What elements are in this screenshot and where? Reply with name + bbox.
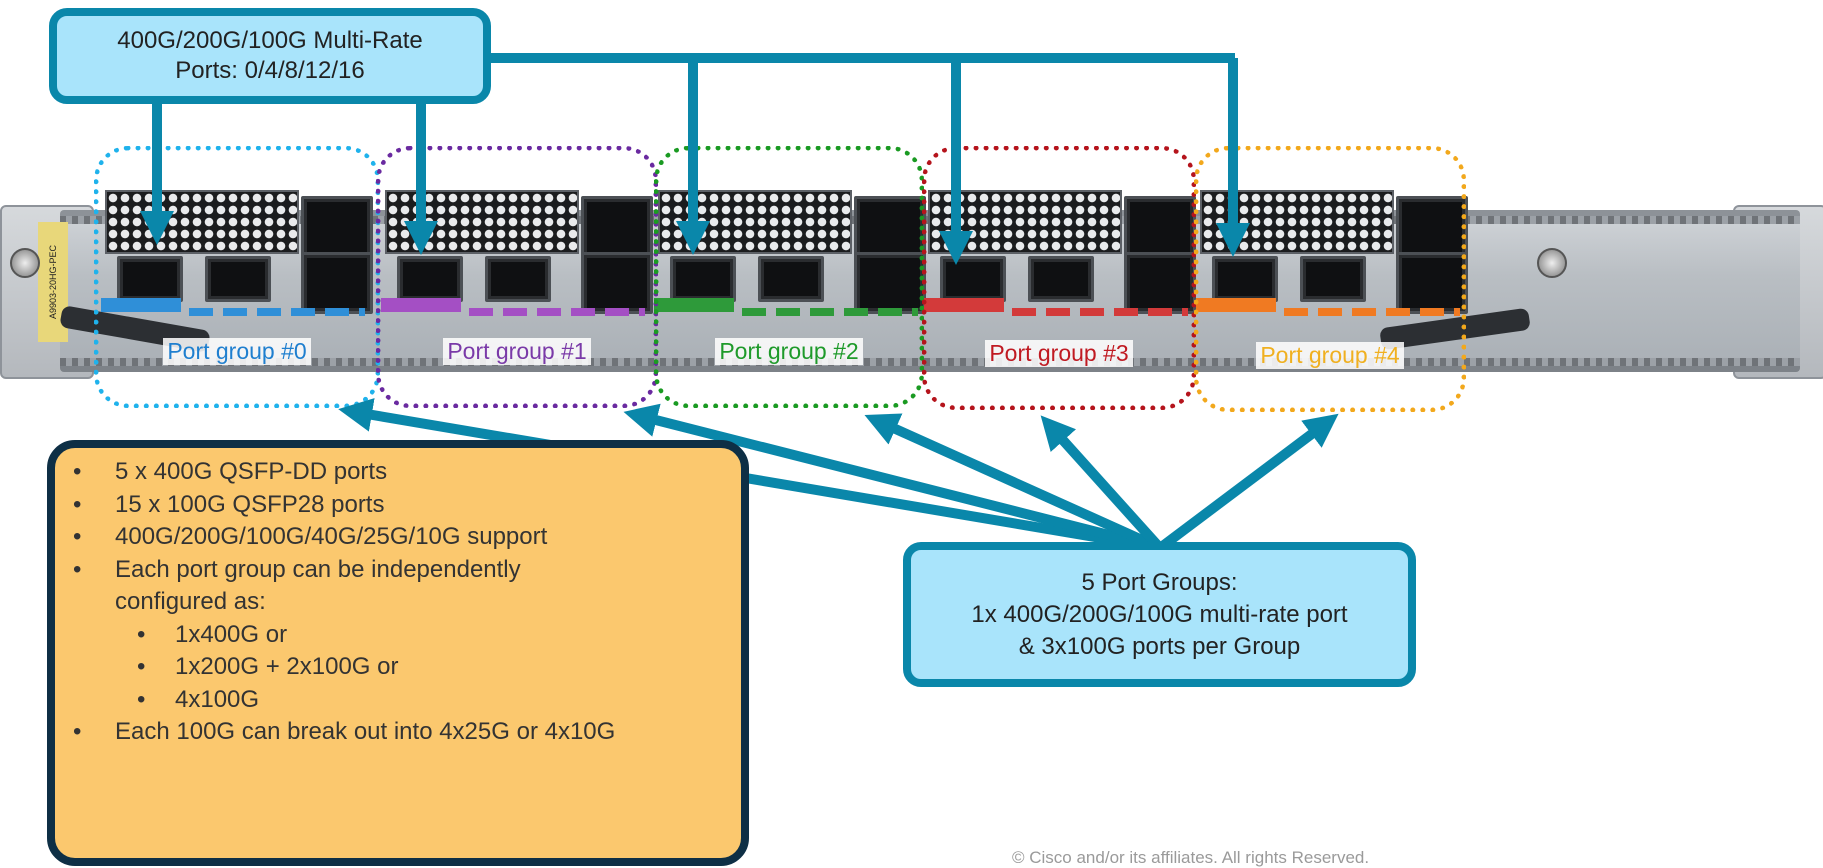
qsfp-dd-cage-lower <box>301 252 373 314</box>
port-group-label: Port group #0 <box>163 338 311 365</box>
arrow-group-4 <box>1156 413 1339 552</box>
led-strip <box>469 308 645 316</box>
port-color-bar <box>924 298 1004 312</box>
feature-list: 5 x 400G QSFP-DD ports15 x 100G QSFP28 p… <box>73 456 741 749</box>
led-strip <box>742 308 918 316</box>
feature-item: Each port group can be independently <box>73 554 741 587</box>
callout-line: 1x 400G/200G/100G multi-rate port <box>971 600 1348 628</box>
arrow-group-2 <box>864 413 1163 553</box>
arrow-group-1 <box>623 403 1162 553</box>
qsfp-dd-cage-lower <box>581 252 653 314</box>
arrow-group-0 <box>338 398 1161 553</box>
vent-grille <box>105 190 299 254</box>
port-cage <box>485 256 551 302</box>
port-color-bar <box>1196 298 1276 312</box>
port-group-outline-2: Port group #2 <box>654 146 924 408</box>
feature-item: 1x400G or <box>115 619 741 652</box>
port-group-outline-4: Port group #4 <box>1194 146 1466 412</box>
port-cage <box>758 256 824 302</box>
callout-line: 400G/200G/100G Multi-Rate <box>117 27 423 54</box>
right-screw-icon <box>1537 248 1567 278</box>
feature-item: 400G/200G/100G/40G/25G/10G support <box>73 521 741 554</box>
port-group-label: Port group #1 <box>443 338 591 365</box>
port-color-bar <box>381 298 461 312</box>
left-screw-icon <box>10 248 40 278</box>
feature-item: 5 x 400G QSFP-DD ports <box>73 456 741 489</box>
multi-rate-ports-callout: 400G/200G/100G Multi-Rate Ports: 0/4/8/1… <box>49 8 491 104</box>
port-cage <box>1028 256 1094 302</box>
qsfp-dd-cage-lower <box>1124 252 1196 314</box>
feature-item: 4x100G <box>115 684 741 717</box>
port-group-label: Port group #2 <box>715 338 863 365</box>
led-strip <box>1012 308 1188 316</box>
port-group-label: Port group #3 <box>985 340 1133 367</box>
port-cage <box>1300 256 1366 302</box>
led-strip <box>189 308 365 316</box>
callout-line: & 3x100G ports per Group <box>1018 632 1301 660</box>
feature-item: 1x200G + 2x100G or <box>115 651 741 684</box>
arrow-group-3 <box>1040 415 1164 552</box>
port-color-bar <box>101 298 181 312</box>
callout-line: Ports: 0/4/8/12/16 <box>175 57 365 84</box>
port-color-bar <box>654 298 734 312</box>
copyright-notice: © Cisco and/or its affiliates. All right… <box>1012 848 1370 867</box>
port-cage <box>205 256 271 302</box>
port-group-label: Port group #4 <box>1256 342 1404 369</box>
feature-item: 15 x 100G QSFP28 ports <box>73 489 741 522</box>
callout-line: 5 Port Groups: <box>1081 568 1238 596</box>
feature-item: configured as: <box>115 588 266 615</box>
qsfp-dd-cage-upper <box>854 196 926 258</box>
features-callout: 5 x 400G QSFP-DD ports15 x 100G QSFP28 p… <box>47 440 749 866</box>
led-strip <box>1284 308 1460 316</box>
feature-item: Each 100G can break out into 4x25G or 4x… <box>73 716 741 749</box>
port-cage <box>397 256 463 302</box>
port-groups-callout: 5 Port Groups: 1x 400G/200G/100G multi-r… <box>903 542 1416 687</box>
port-group-outline-3: Port group #3 <box>922 146 1196 410</box>
